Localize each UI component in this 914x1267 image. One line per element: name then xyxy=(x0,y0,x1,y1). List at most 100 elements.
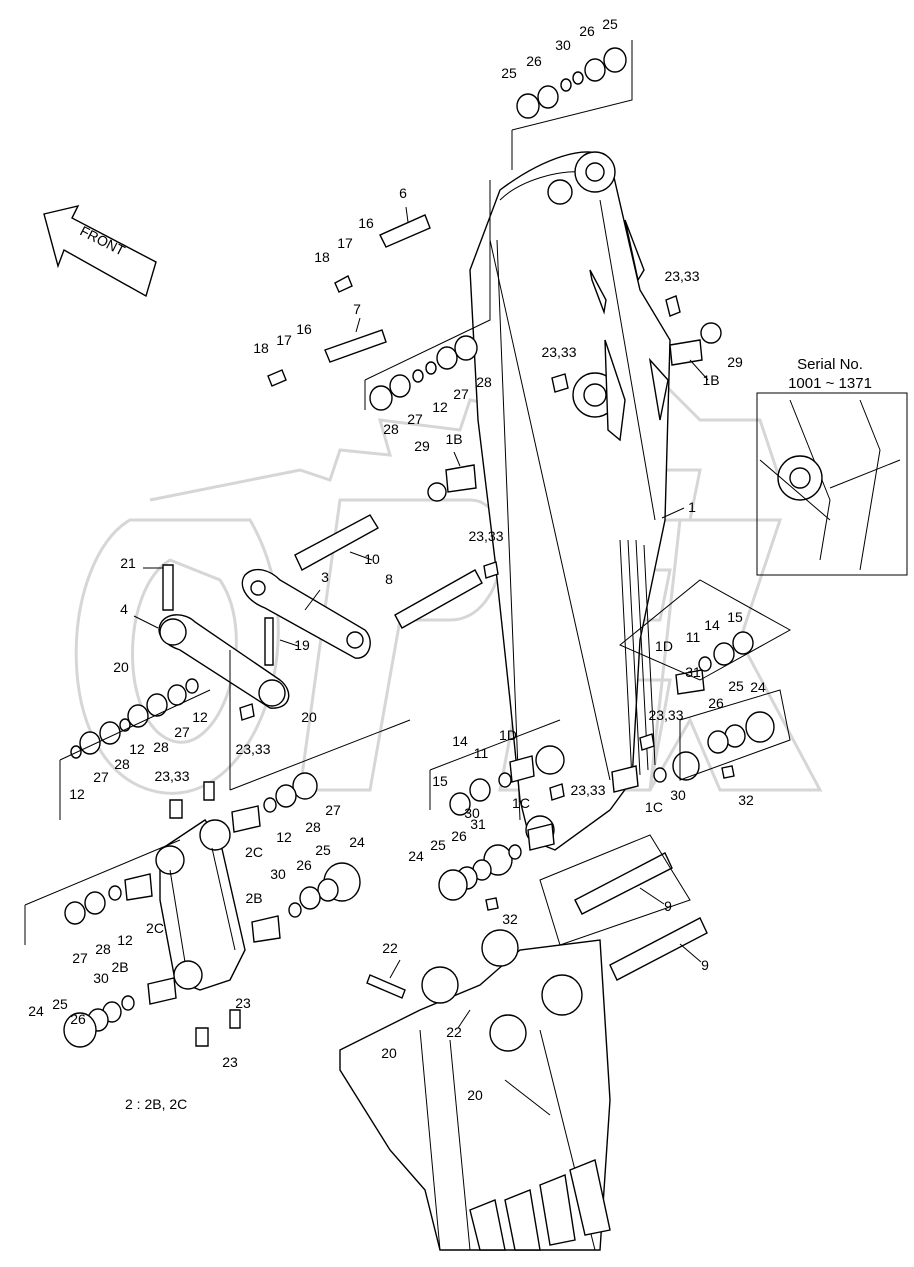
link-arm-3 xyxy=(241,568,371,659)
serial-inset xyxy=(756,392,908,576)
callout-c27-a: 27 xyxy=(453,386,469,402)
callout-c20-d: 20 xyxy=(467,1087,483,1103)
callout-c2333-b: 23,33 xyxy=(541,344,576,360)
callout-c2c-b: 2C xyxy=(146,920,164,936)
callout-c25-a: 25 xyxy=(602,16,618,32)
callout-c3: 3 xyxy=(321,569,329,585)
callout-c24-d: 24 xyxy=(28,1003,44,1019)
callout-c32-a: 32 xyxy=(738,792,754,808)
callout-c8: 8 xyxy=(385,571,393,587)
callout-c14-b: 14 xyxy=(452,733,468,749)
callout-c28-d: 28 xyxy=(114,756,130,772)
callout-c27-f: 27 xyxy=(72,950,88,966)
callout-c26-c: 26 xyxy=(708,695,724,711)
callout-c30-b: 30 xyxy=(670,787,686,803)
callout-c26-f: 26 xyxy=(70,1011,86,1027)
callout-c1: 1 xyxy=(688,499,696,515)
callout-c11-a: 11 xyxy=(686,629,701,645)
callout-c28-a: 28 xyxy=(476,374,492,390)
link-arm-4 xyxy=(158,614,290,709)
watermark-logo xyxy=(74,378,823,795)
callout-c30-c: 30 xyxy=(464,805,480,821)
callout-c22-b: 22 xyxy=(446,1024,462,1040)
callout-c12-b: 12 xyxy=(192,709,208,725)
callout-c12-d: 12 xyxy=(69,786,85,802)
assembly-note: 2 : 2B, 2C xyxy=(125,1096,187,1112)
callout-c9-a: 9 xyxy=(664,898,672,914)
h-link xyxy=(155,819,246,991)
callout-c1d-b: 1D xyxy=(499,727,517,743)
callout-c2333-d: 23,33 xyxy=(235,741,270,757)
callout-c26-b: 26 xyxy=(526,53,542,69)
callout-c2333-g: 23,33 xyxy=(570,782,605,798)
callout-c2b-a: 2B xyxy=(245,890,262,906)
callout-c30-d: 30 xyxy=(270,866,286,882)
callout-c28-c: 28 xyxy=(153,739,169,755)
callout-c15-b: 15 xyxy=(432,773,448,789)
callout-c1d-a: 1D xyxy=(655,638,673,654)
bushings xyxy=(124,339,705,1005)
callout-c29-b: 29 xyxy=(414,438,430,454)
callout-c2333-a: 23,33 xyxy=(664,268,699,284)
callout-c2333-c: 23,33 xyxy=(468,528,503,544)
callout-c16-a: 16 xyxy=(358,215,374,231)
callout-c22-a: 22 xyxy=(382,940,398,956)
front-arrow: FRONT xyxy=(43,204,157,298)
callout-c26-d: 26 xyxy=(296,857,312,873)
callout-c32-b: 32 xyxy=(502,911,518,927)
callout-c4: 4 xyxy=(120,601,128,617)
pins xyxy=(294,214,708,981)
callout-c30-e: 30 xyxy=(93,970,109,986)
group-outlines xyxy=(24,40,792,946)
callout-c25-d: 25 xyxy=(315,842,331,858)
callout-c12-e: 12 xyxy=(276,829,292,845)
callout-c28-f: 28 xyxy=(95,941,111,957)
callout-c2333-e: 23,33 xyxy=(154,768,189,784)
callout-c23-a: 23 xyxy=(222,1054,238,1070)
callout-c27-b: 27 xyxy=(407,411,423,427)
callout-c17-a: 17 xyxy=(337,235,353,251)
callout-c24-c: 24 xyxy=(408,848,424,864)
callout-c17-b: 17 xyxy=(276,332,292,348)
callout-c2c-a: 2C xyxy=(245,844,263,860)
callout-c7: 7 xyxy=(353,301,361,317)
callout-c25-e: 25 xyxy=(430,837,446,853)
callout-c2333-f: 23,33 xyxy=(648,707,683,723)
callout-c15-a: 15 xyxy=(727,609,743,625)
callout-c26-a: 26 xyxy=(579,23,595,39)
callout-c10: 10 xyxy=(364,551,380,567)
callout-c11-b: 11 xyxy=(474,745,489,761)
boom xyxy=(469,151,671,851)
callout-c20-b: 20 xyxy=(301,709,317,725)
callout-c25-f: 25 xyxy=(52,996,68,1012)
callout-c1c-b: 1C xyxy=(645,799,663,815)
callout-c30-a: 30 xyxy=(555,37,571,53)
callout-c1c-a: 1C xyxy=(512,795,530,811)
serial-range: 1001 ~ 1371 xyxy=(788,375,872,392)
callout-c9-b: 9 xyxy=(701,957,709,973)
callout-c1b-b: 1B xyxy=(445,431,462,447)
callout-c24-a: 24 xyxy=(750,679,766,695)
leader-lines xyxy=(133,206,709,1116)
callout-c27-e: 27 xyxy=(325,802,341,818)
callout-c25-c: 25 xyxy=(728,678,744,694)
callout-c31-b: 31 xyxy=(470,816,486,832)
serial-title: Serial No. xyxy=(797,356,863,373)
callout-c23-b: 23 xyxy=(235,995,251,1011)
callout-c12-a: 12 xyxy=(432,399,448,415)
callout-c20-a: 20 xyxy=(113,659,129,675)
callout-c12-c: 12 xyxy=(129,741,145,757)
callout-c27-d: 27 xyxy=(93,769,109,785)
callout-c2b-b: 2B xyxy=(111,959,128,975)
callout-c6: 6 xyxy=(399,185,407,201)
callout-c18-a: 18 xyxy=(314,249,330,265)
callout-c12-f: 12 xyxy=(117,932,133,948)
callout-c14-a: 14 xyxy=(704,617,720,633)
callout-c19: 19 xyxy=(294,637,310,653)
bucket xyxy=(339,929,611,1251)
callout-c26-e: 26 xyxy=(451,828,467,844)
callout-c28-e: 28 xyxy=(305,819,321,835)
callout-c29-a: 29 xyxy=(727,354,743,370)
